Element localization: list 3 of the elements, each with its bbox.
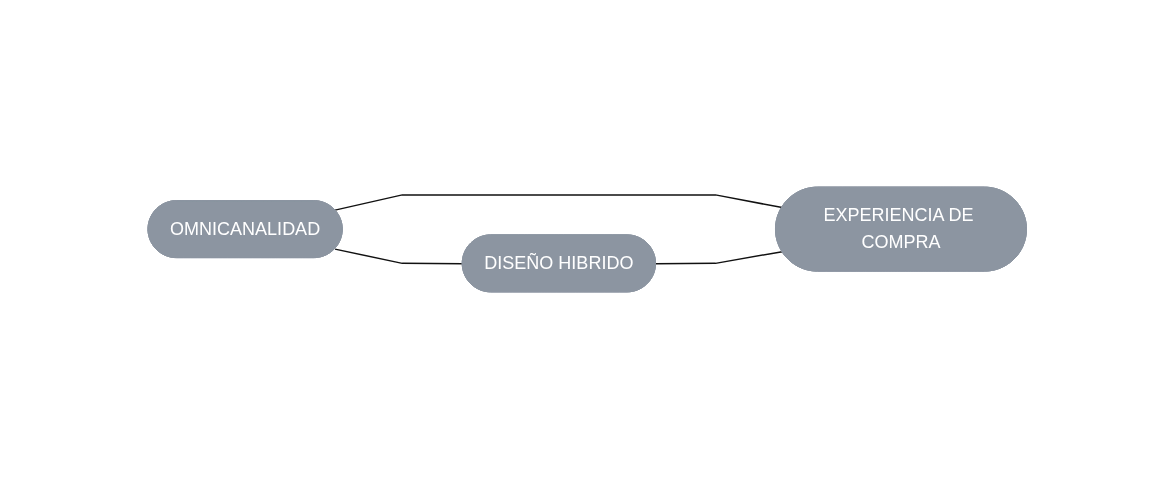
connector <box>334 194 784 211</box>
connector <box>334 248 464 265</box>
connector <box>655 250 784 265</box>
